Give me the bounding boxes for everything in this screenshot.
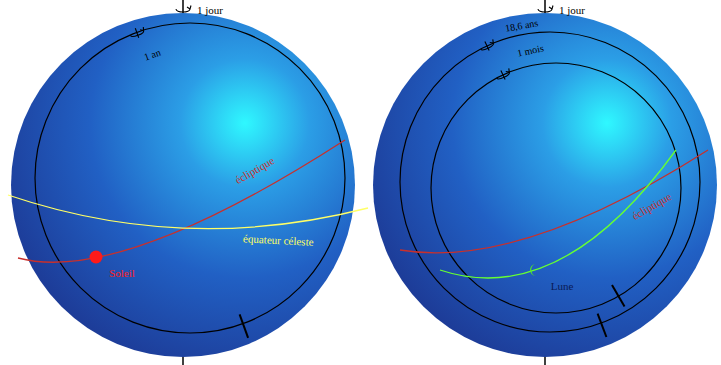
rotation-period: 1 jour (197, 5, 223, 16)
moon-label: Lune (551, 281, 574, 292)
sun-sphere (8, 0, 368, 365)
rotation-arrows (129, 6, 553, 83)
rotation-period: 1 jour (559, 5, 585, 16)
moon-sphere (373, 0, 717, 365)
sun-label: Soleil (109, 268, 135, 279)
